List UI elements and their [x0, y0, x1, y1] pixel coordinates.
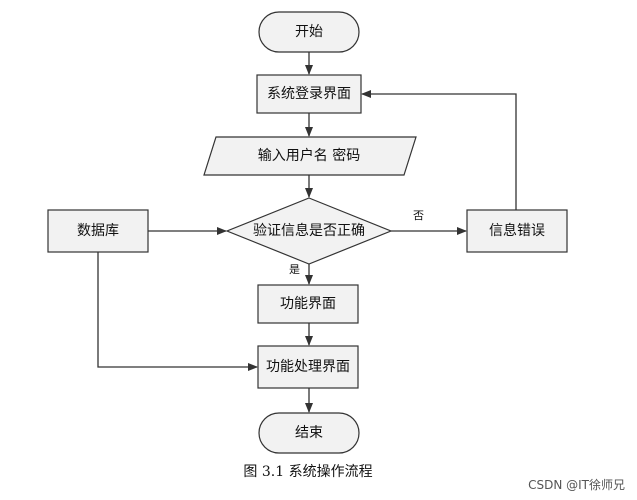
process-shape — [466, 209, 568, 253]
terminator-shape — [258, 11, 360, 53]
node-function: 功能界面 — [257, 284, 359, 324]
node-login: 系统登录界面 — [256, 74, 362, 114]
node-database: 数据库 — [47, 209, 149, 253]
node-end-label: 结束 — [295, 425, 323, 441]
node-verify-label: 验证信息是否正确 — [253, 222, 365, 239]
process-shape — [257, 284, 359, 324]
edge-error-to-login — [361, 90, 517, 210]
node-error-label: 信息错误 — [489, 222, 545, 239]
edge-database-to-process — [97, 252, 258, 371]
node-login-label: 系统登录界面 — [267, 86, 351, 102]
node-error: 信息错误 — [466, 209, 568, 253]
edges — [97, 52, 517, 413]
node-verify: 验证信息是否正确 — [225, 197, 393, 265]
node-start: 开始 — [258, 11, 360, 53]
process-shape — [257, 345, 359, 389]
watermark: CSDN @IT徐师兄 — [528, 477, 625, 492]
node-input: 输入用户名 密码 — [203, 136, 417, 176]
node-end: 结束 — [258, 412, 360, 454]
process-shape — [256, 74, 362, 114]
node-database-label: 数据库 — [77, 223, 119, 239]
node-function-label: 功能界面 — [280, 296, 336, 312]
figure-caption: 图 3.1 系统操作流程 — [243, 464, 372, 480]
data-shape — [203, 136, 417, 176]
decision-shape — [225, 197, 393, 265]
edge-label-no: 否 — [413, 209, 424, 222]
edge-label-yes: 是 — [289, 263, 300, 276]
process-shape — [47, 209, 149, 253]
terminator-shape — [258, 412, 360, 454]
node-input-label: 输入用户名 密码 — [258, 147, 360, 164]
node-start-label: 开始 — [295, 24, 323, 40]
node-process-label: 功能处理界面 — [266, 359, 350, 375]
node-process: 功能处理界面 — [257, 345, 359, 389]
